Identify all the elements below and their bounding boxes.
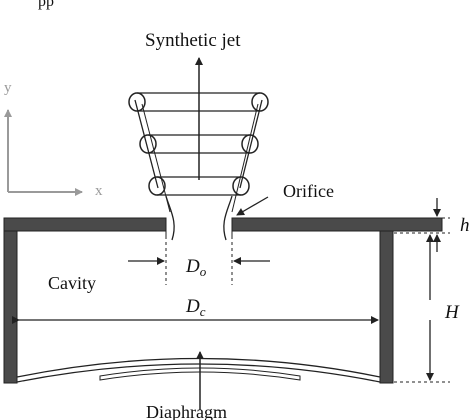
right-wall — [379, 230, 394, 384]
diaphragm-piezo — [99, 367, 301, 381]
x-axis-label: x — [95, 183, 103, 199]
cavity-label: Cavity — [48, 273, 96, 293]
left-wall — [3, 230, 18, 384]
cavity-diameter-label: Dc — [185, 296, 206, 319]
orifice-label: Orifice — [283, 181, 334, 201]
cavity-walls — [3, 217, 443, 384]
diaphragm-label: Diaphragm — [146, 402, 227, 420]
vortex-rings — [128, 92, 269, 241]
orifice-height-label: h — [460, 215, 470, 236]
cavity-height-label: H — [444, 302, 460, 323]
top-plate-right — [231, 217, 443, 232]
diaphragm — [16, 357, 381, 383]
top-clipped-text: pp — [38, 0, 54, 10]
top-plate-left — [3, 217, 167, 232]
orifice-pointer-arrow — [236, 196, 269, 216]
y-axis-label: y — [4, 80, 12, 96]
coordinate-axes: y x — [4, 80, 103, 199]
orifice-diameter-label: Do — [185, 256, 207, 279]
height-dimensions: h H — [394, 198, 470, 383]
synthetic-jet-label: Synthetic jet — [145, 30, 241, 51]
cavity-diameter-dimension: Dc — [12, 296, 379, 324]
orifice-diameter-dimension: Do — [128, 236, 270, 285]
